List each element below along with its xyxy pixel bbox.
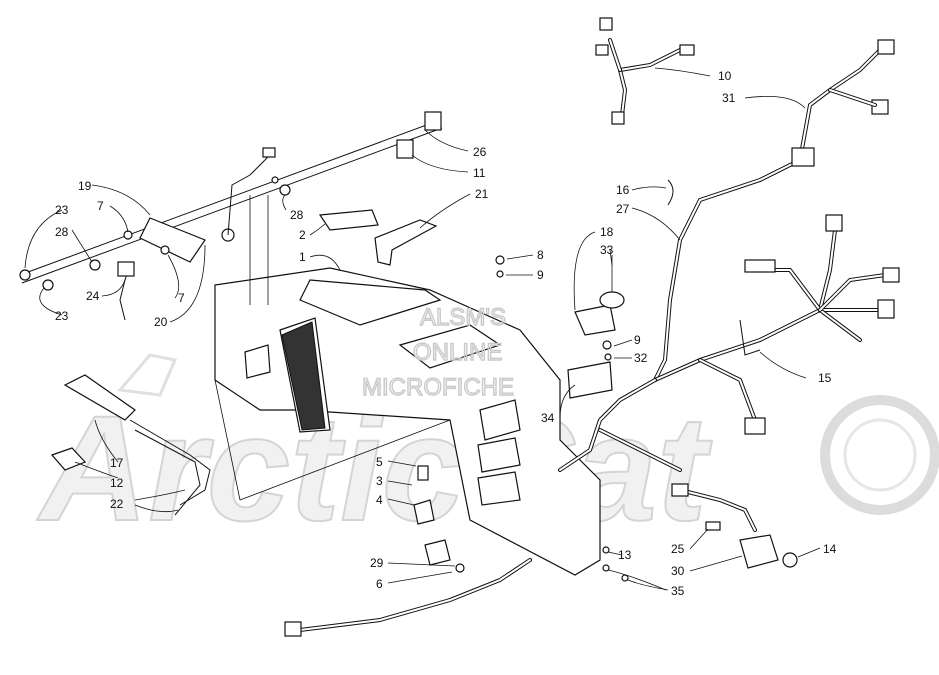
callout-23-upper: 23 [55,203,69,217]
callout-2: 2 [299,228,306,242]
callout-31: 31 [722,91,736,105]
callout-22: 22 [110,497,124,511]
gauge-mount [495,255,625,399]
callout-21: 21 [475,187,489,201]
switch-11 [396,139,414,159]
console-gauge-opening [398,324,502,369]
callout-18: 18 [600,225,614,239]
callout-16: 16 [616,183,630,197]
microfiche-watermark: ALSM'S ONLINE MICROFICHE [361,303,514,401]
callout-28-left: 28 [55,225,69,239]
callout-20: 20 [154,315,168,329]
callout-9-lower: 9 [634,333,641,347]
callout-10: 10 [718,69,732,83]
callout-4: 4 [376,493,383,507]
callout-1: 1 [299,250,306,264]
handlebar-switch-assembly [19,111,443,321]
callout-19: 19 [78,179,92,193]
connector-30 [739,534,779,569]
callout-28-right: 28 [290,208,304,222]
callout-27: 27 [616,202,630,216]
callout-17: 17 [110,456,124,470]
console-body [214,267,601,576]
leader-lines [24,67,821,591]
lever-assembly [50,374,211,516]
callout-7-upper: 7 [97,199,104,213]
callout-29: 29 [370,556,384,570]
bracket-assembly [299,209,442,326]
callout-14: 14 [823,542,837,556]
callout-5: 5 [376,455,383,469]
mount-plate [139,217,206,263]
callout-26: 26 [473,145,487,159]
callout-11: 11 [473,166,486,180]
callout-30: 30 [671,564,685,578]
switch-26 [424,111,442,131]
callout-13: 13 [618,548,632,562]
callout-7-lower: 7 [178,291,185,305]
wheel-watermark [820,395,939,515]
callout-32: 32 [634,351,648,365]
wire-harness [284,17,900,637]
callout-labels: 10 31 26 11 21 19 28 28 7 7 23 23 24 20 … [55,69,837,598]
building-watermark [117,353,178,397]
callout-34: 34 [541,411,555,425]
callout-25: 25 [671,542,685,556]
watermark-line1: ALSM'S [420,304,506,331]
callout-3: 3 [376,474,383,488]
callout-15: 15 [818,371,832,385]
watermark-line2: ONLINE [413,339,502,366]
callout-24: 24 [86,289,100,303]
watermark-line3: MICROFICHE [362,374,514,401]
callout-35: 35 [671,584,685,598]
pad-34 [567,361,613,399]
small-hardware [413,465,798,582]
callout-9-upper: 9 [537,268,544,282]
callout-23-lower: 23 [55,309,69,323]
callout-33: 33 [600,243,614,257]
callout-6: 6 [376,577,383,591]
callout-12: 12 [110,476,124,490]
callout-8: 8 [537,248,544,262]
